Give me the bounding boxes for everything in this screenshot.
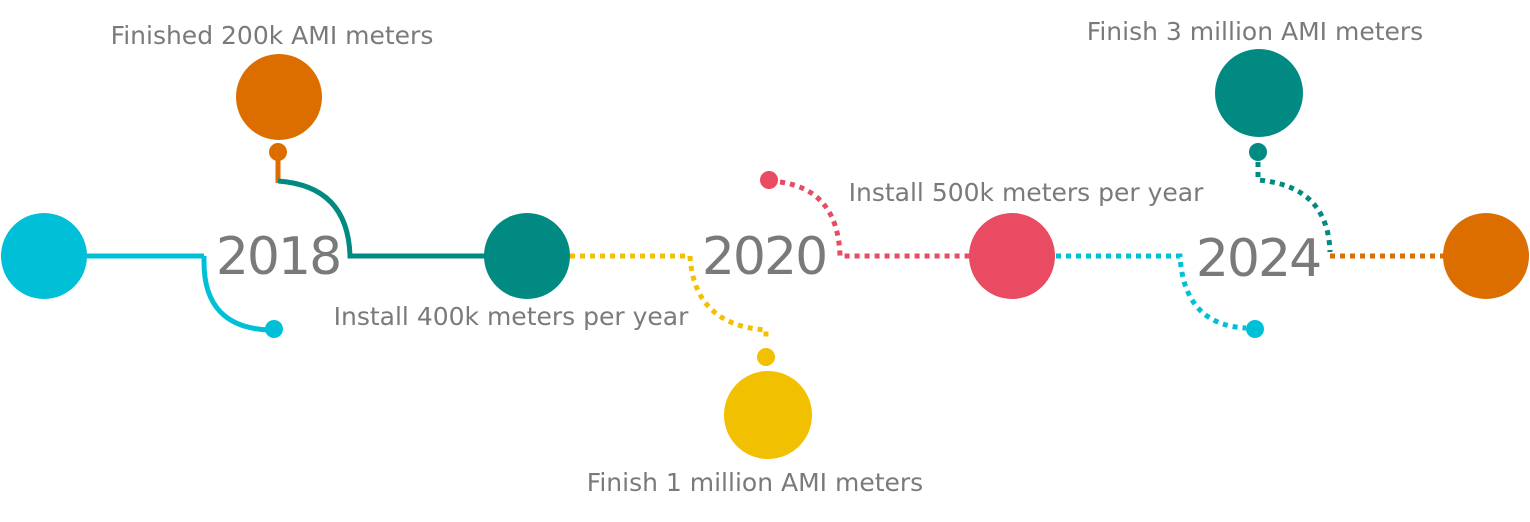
caption-400k: Install 400k meters per year xyxy=(334,302,689,331)
start-node-circle xyxy=(1,213,87,299)
connector-red xyxy=(760,171,970,259)
connector-orange-top xyxy=(269,143,287,183)
connector-teal-dotted xyxy=(1249,143,1333,253)
pin-dot-red xyxy=(760,171,778,189)
pin-dot-teal xyxy=(1249,143,1267,161)
end-dot-cyan-2 xyxy=(1246,320,1264,338)
year-label-2020: 2020 xyxy=(702,227,826,287)
connector-cyan-start xyxy=(86,253,283,338)
pin-dot-yellow xyxy=(757,348,775,366)
connector-yellow xyxy=(570,253,775,366)
milestone-200k-circle xyxy=(236,54,322,140)
milestone-3m-circle xyxy=(1215,49,1303,137)
connector-cyan-dotted xyxy=(1056,253,1264,338)
caption-1m: Finish 1 million AMI meters xyxy=(587,468,923,497)
end-dot-cyan xyxy=(265,320,283,338)
connector-teal xyxy=(277,178,486,259)
milestone-1m-circle xyxy=(724,371,812,459)
end-node-circle xyxy=(1443,213,1529,299)
caption-3m: Finish 3 million AMI meters xyxy=(1087,17,1423,46)
year-label-2024: 2024 xyxy=(1196,229,1320,289)
year-label-2018: 2018 xyxy=(216,227,340,287)
milestone-400k-circle xyxy=(484,213,570,299)
caption-500k: Install 500k meters per year xyxy=(849,178,1204,207)
caption-200k: Finished 200k AMI meters xyxy=(111,21,434,50)
pin-dot-orange xyxy=(269,143,287,161)
milestone-500k-circle xyxy=(969,213,1055,299)
